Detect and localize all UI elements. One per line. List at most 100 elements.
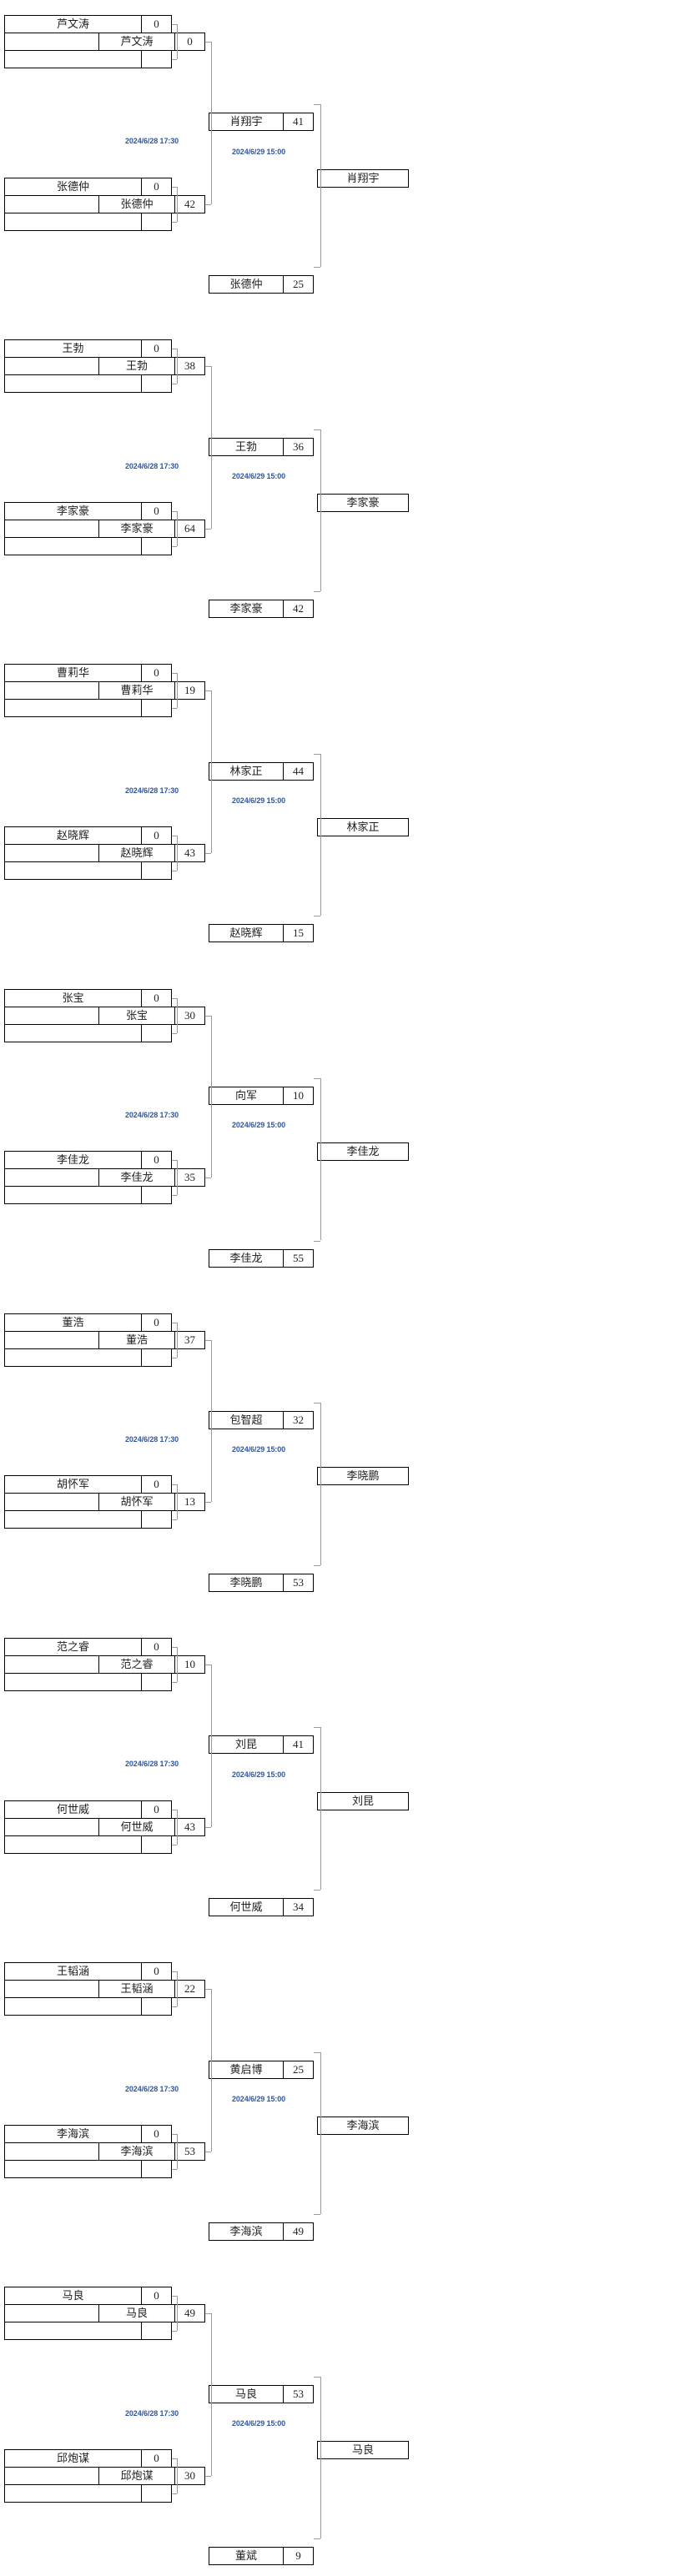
date-r2-2: 2024/6/28 17:30 <box>125 786 179 795</box>
conn-r1-11-v <box>177 1809 178 1845</box>
r1-match-2-slot-2[interactable] <box>4 374 172 394</box>
r1-match-4-slot-2[interactable] <box>4 699 172 718</box>
conn-r1-12-bot <box>172 2006 177 2008</box>
date-r3-12: 2024/6/29 15:00 <box>232 2094 286 2103</box>
r1-match-0-slot-2[interactable] <box>4 50 172 68</box>
conn-r1-14-v <box>177 2296 178 2332</box>
r1-match-14-slot-2[interactable] <box>4 2322 172 2341</box>
r1-match-13-slot-2[interactable] <box>4 2159 172 2178</box>
r4-match-2[interactable]: 李家豪 <box>317 493 409 512</box>
r1-match-15-slot-2[interactable] <box>4 2484 172 2503</box>
r1-match-10-slot-2[interactable] <box>4 1673 172 1691</box>
r4-match-12[interactable]: 李海滨 <box>317 2116 409 2135</box>
r1-match-9-slot-2-score <box>141 1511 171 1529</box>
r4-match-8[interactable]: 李晓鹏 <box>317 1467 409 1486</box>
r1-match-8-slot-0-score: 0 <box>141 1313 171 1331</box>
r1-match-8-slot-2[interactable] <box>4 1348 172 1367</box>
date-r2-3: 2024/6/28 17:30 <box>125 1110 179 1119</box>
r1-match-7-slot-2-name <box>5 1187 141 1203</box>
r4-match-14[interactable]: 马良 <box>317 2441 409 2459</box>
r4-match-0[interactable]: 肖翔宇 <box>317 168 409 188</box>
r4-match-10[interactable]: 刘昆 <box>317 1791 409 1810</box>
date-r3-4: 2024/6/29 15:00 <box>232 796 286 805</box>
r1-match-15-slot-2-name <box>5 2485 141 2502</box>
r1-match-12-slot-2[interactable] <box>4 1997 172 2016</box>
conn-r1-0-bot <box>172 59 177 60</box>
r1-match-14-slot-0-score: 0 <box>141 2287 171 2305</box>
conn-r2-4-v <box>211 1339 212 1503</box>
r1-match-5-slot-2[interactable] <box>4 861 172 880</box>
r2-match-1-slot-0-name: 张德仲 <box>120 197 154 210</box>
r1-match-3-slot-2[interactable] <box>4 536 172 555</box>
conn-r1-12-top <box>172 1971 177 1973</box>
r1-match-11-slot-2[interactable] <box>4 1835 172 1854</box>
r1-match-6-slot-2[interactable] <box>4 1023 172 1042</box>
r3-match-0-slot-0-name: 肖翔宇 <box>229 115 263 128</box>
conn-r3-12-top <box>314 2051 320 2053</box>
r1-match-9-slot-2[interactable] <box>4 1510 172 1529</box>
conn-r2-1-v <box>211 366 212 529</box>
date-r2-0: 2024/6/28 17:30 <box>125 137 179 146</box>
r2-match-5-slot-0-name: 赵晓辉 <box>120 846 154 859</box>
r2-match-15-slot-0-name: 邱炮谋 <box>120 2469 154 2482</box>
r1-match-6-slot-0-name: 张宝 <box>62 991 84 1004</box>
r1-match-1-slot-2[interactable] <box>4 212 172 231</box>
r1-match-7-slot-2[interactable] <box>4 1186 172 1205</box>
r1-match-11-slot-0-name: 何世威 <box>56 1802 89 1815</box>
r4-match-6[interactable]: 李佳龙 <box>317 1142 409 1162</box>
r2-match-9-slot-0-score: 13 <box>174 1494 204 1511</box>
conn-r2-5-v <box>211 1665 212 1827</box>
r4-match-4[interactable]: 林家正 <box>317 818 409 836</box>
r3-match-2-slot-1-score: 15 <box>283 925 313 942</box>
conn-r1-10-v <box>177 1647 178 1682</box>
